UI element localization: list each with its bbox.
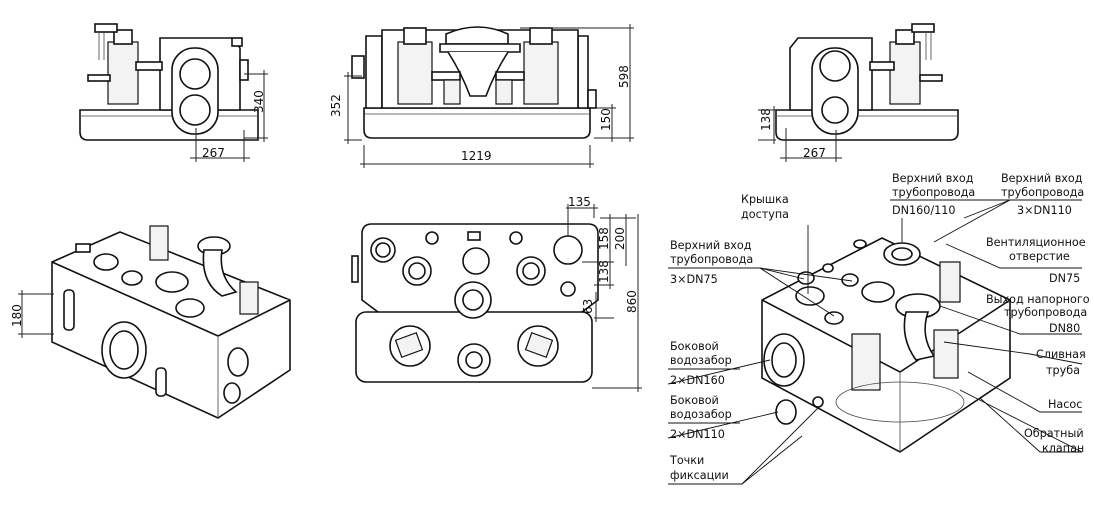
- side-view-right: 267 138: [758, 23, 959, 162]
- label-side-inlet-2-b: водозабор: [670, 408, 732, 421]
- label-top-inlet-left-1: Верхний вход: [670, 239, 752, 252]
- label-top-inlet-right-spec: 3×DN110: [1017, 204, 1072, 217]
- front-view: 1219 352 598 150: [329, 24, 634, 168]
- label-pressure-outlet-2: трубопровода: [1004, 306, 1087, 319]
- label-top-inlet-mid-1: Верхний вход: [892, 172, 974, 185]
- label-check-valve-1: Обратный: [1024, 427, 1084, 440]
- label-fixing-points-1: Точки: [669, 454, 704, 467]
- side-view-left: 267 340: [79, 23, 268, 162]
- dim-63: 63: [581, 299, 595, 314]
- dim-860: 860: [625, 290, 639, 313]
- label-top-inlet-left-2: трубопровода: [670, 253, 753, 266]
- label-top-inlet-left-spec: 3×DN75: [670, 273, 718, 286]
- dim-1219: 1219: [461, 149, 492, 163]
- dim-200: 200: [613, 227, 627, 250]
- label-side-inlet-2-a: Боковой: [670, 394, 719, 407]
- dim-598: 598: [617, 65, 631, 88]
- label-side-inlet-1-b: водозабор: [670, 354, 732, 367]
- label-top-inlet-mid-spec: DN160/110: [892, 204, 955, 217]
- label-drain-pipe-2: труба: [1046, 364, 1080, 377]
- dim-267-left: 267: [202, 146, 225, 160]
- label-top-inlet-mid-2: трубопровода: [892, 186, 975, 199]
- label-access-cover-1: Крышка: [741, 193, 789, 206]
- label-side-inlet-1-spec: 2×DN160: [670, 374, 725, 387]
- dim-340: 340: [252, 90, 266, 113]
- dim-150: 150: [599, 108, 613, 131]
- iso-view-annotated: Крышка доступа Верхний вход трубопровода…: [667, 172, 1090, 485]
- iso-view-left: 180: [10, 225, 291, 419]
- label-vent-2: отверстие: [1009, 250, 1070, 263]
- label-side-inlet-1-a: Боковой: [670, 340, 719, 353]
- label-pressure-outlet-1: Выход напорного: [986, 293, 1090, 306]
- label-access-cover-2: доступа: [741, 208, 789, 221]
- dim-158: 158: [597, 227, 611, 250]
- label-fixing-points-2: фиксации: [670, 469, 729, 482]
- dim-352: 352: [329, 94, 343, 117]
- label-vent-1: Вентиляционное: [986, 236, 1086, 249]
- dim-138-right: 138: [759, 108, 773, 131]
- label-check-valve-2: клапан: [1042, 442, 1084, 455]
- dim-180: 180: [10, 304, 24, 327]
- label-top-inlet-right-1: Верхний вход: [1001, 172, 1083, 185]
- label-side-inlet-2-spec: 2×DN110: [670, 428, 725, 441]
- dim-138-top: 138: [597, 260, 611, 283]
- dim-267-right: 267: [803, 146, 826, 160]
- label-pressure-outlet-spec: DN80: [1049, 322, 1080, 335]
- label-pump: Насос: [1048, 398, 1082, 411]
- dim-135: 135: [568, 195, 591, 209]
- label-top-inlet-right-2: трубопровода: [1001, 186, 1084, 199]
- label-drain-pipe-1: Сливная: [1036, 348, 1086, 361]
- label-vent-spec: DN75: [1049, 272, 1080, 285]
- top-view: 135 158 200 138 63 860: [351, 195, 642, 392]
